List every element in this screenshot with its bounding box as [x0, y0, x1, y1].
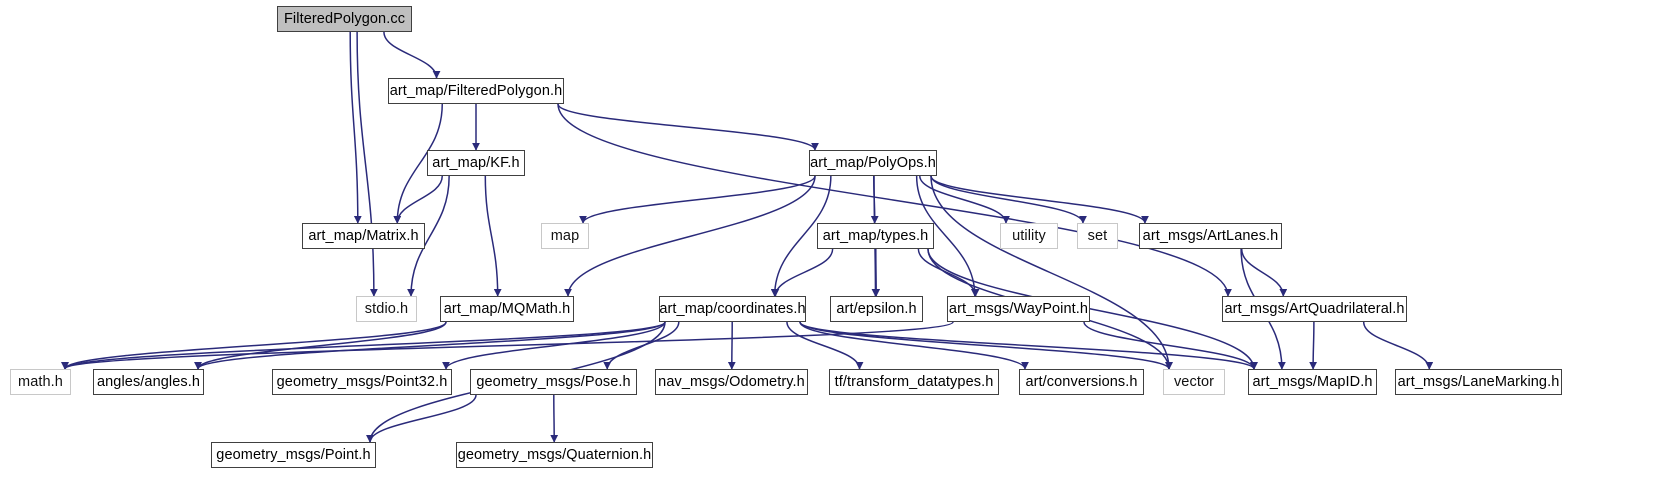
graph-node-label: geometry_msgs/Point32.h — [276, 373, 448, 390]
graph-node-label: set — [1087, 227, 1108, 244]
graph-node[interactable]: art_msgs/ArtQuadrilateral.h — [1222, 296, 1407, 322]
graph-node[interactable]: art_msgs/ArtLanes.h — [1139, 223, 1282, 249]
graph-node-label: art_map/MQMath.h — [443, 300, 571, 317]
graph-node[interactable]: art_map/types.h — [817, 223, 934, 249]
graph-node-label: art_map/PolyOps.h — [810, 154, 936, 171]
graph-node[interactable]: art_map/PolyOps.h — [809, 150, 937, 176]
graph-edge — [1240, 248, 1288, 297]
graph-edge — [579, 175, 816, 224]
graph-node[interactable]: geometry_msgs/Point.h — [211, 442, 376, 468]
graph-edge — [194, 321, 666, 370]
graph-edge — [917, 248, 980, 297]
graph-node[interactable]: stdio.h — [356, 296, 417, 322]
graph-node[interactable]: art_map/KF.h — [427, 150, 525, 176]
graph-edge — [442, 321, 666, 370]
graph-node[interactable]: set — [1077, 223, 1118, 249]
graph-edge — [1362, 321, 1434, 370]
graph-node[interactable]: tf/transform_datatypes.h — [829, 369, 999, 395]
graph-edge — [930, 175, 1173, 370]
graph-node[interactable]: art_msgs/LaneMarking.h — [1395, 369, 1562, 395]
graph-edge — [484, 175, 502, 297]
graph-node[interactable]: art_msgs/MapID.h — [1248, 369, 1377, 395]
graph-edge — [393, 175, 443, 224]
graph-node-label: geometry_msgs/Point.h — [216, 446, 371, 463]
graph-edge — [919, 175, 1010, 224]
graph-node[interactable]: art_map/Matrix.h — [302, 223, 425, 249]
graph-edge — [799, 321, 1258, 370]
graph-edge — [557, 103, 1232, 297]
graph-node[interactable]: art/epsilon.h — [830, 296, 923, 322]
graph-edge — [557, 103, 819, 151]
graph-node-label: utility — [1012, 227, 1046, 244]
graph-edge — [930, 175, 1149, 224]
graph-node-label: tf/transform_datatypes.h — [834, 373, 994, 390]
graph-node-label: art_msgs/WayPoint.h — [948, 300, 1089, 317]
graph-node-label: angles/angles.h — [96, 373, 201, 390]
graph-node-label: art_map/Matrix.h — [308, 227, 419, 244]
graph-node[interactable]: art_map/FilteredPolygon.h — [388, 78, 564, 104]
graph-node-label: geometry_msgs/Quaternion.h — [457, 446, 652, 463]
graph-edge — [349, 31, 362, 224]
graph-node-label: map — [550, 227, 580, 244]
graph-node-label: math.h — [18, 373, 63, 390]
graph-node-label: art_map/KF.h — [432, 154, 520, 171]
graph-node[interactable]: art_map/MQMath.h — [440, 296, 574, 322]
graph-node[interactable]: angles/angles.h — [93, 369, 204, 395]
graph-edge — [1309, 321, 1318, 370]
graph-node-label: art/conversions.h — [1025, 373, 1138, 390]
graph-node[interactable]: art/conversions.h — [1019, 369, 1144, 395]
graph-node[interactable]: utility — [1000, 223, 1058, 249]
graph-edge — [356, 31, 378, 297]
graph-edge — [1083, 321, 1258, 370]
graph-edge — [383, 31, 441, 79]
graph-edge — [930, 175, 1087, 224]
graph-edge — [366, 394, 477, 443]
graph-edge — [799, 321, 1029, 370]
graph-node[interactable]: art_msgs/WayPoint.h — [947, 296, 1090, 322]
graph-edge — [61, 321, 447, 370]
graph-edge — [603, 321, 680, 370]
graph-node[interactable]: map — [541, 223, 589, 249]
graph-node-label: art_map/types.h — [822, 227, 929, 244]
graph-node[interactable]: vector — [1163, 369, 1225, 395]
graph-edge — [194, 321, 447, 370]
graph-node[interactable]: art_map/coordinates.h — [659, 296, 806, 322]
graph-edge — [870, 175, 879, 224]
graph-node-label: geometry_msgs/Pose.h — [476, 373, 631, 390]
graph-node[interactable]: math.h — [10, 369, 71, 395]
graph-node-label: art/epsilon.h — [836, 300, 917, 317]
graph-node-label: art_msgs/ArtQuadrilateral.h — [1224, 300, 1405, 317]
graph-edge — [61, 321, 666, 370]
graph-node[interactable]: FilteredPolygon.cc — [277, 6, 412, 32]
graph-node-label: art_msgs/MapID.h — [1252, 373, 1373, 390]
graph-edge — [564, 175, 816, 297]
graph-node-label: FilteredPolygon.cc — [283, 10, 406, 27]
graph-node[interactable]: geometry_msgs/Pose.h — [470, 369, 637, 395]
graph-node-label: stdio.h — [364, 300, 409, 317]
graph-node[interactable]: nav_msgs/Odometry.h — [655, 369, 808, 395]
graph-node[interactable]: geometry_msgs/Point32.h — [272, 369, 452, 395]
graph-edge — [799, 321, 1173, 370]
graph-node-label: art_map/coordinates.h — [659, 300, 806, 317]
graph-node-label: vector — [1173, 373, 1215, 390]
graph-node[interactable]: geometry_msgs/Quaternion.h — [456, 442, 653, 468]
graph-node-label: art_map/FilteredPolygon.h — [389, 82, 563, 99]
graph-node-label: art_msgs/LaneMarking.h — [1397, 373, 1560, 390]
graph-edge — [786, 321, 864, 370]
graph-edge — [771, 248, 834, 297]
graph-edge — [61, 321, 954, 370]
graph-node-label: nav_msgs/Odometry.h — [658, 373, 805, 390]
graph-node-label: art_msgs/ArtLanes.h — [1142, 227, 1279, 244]
